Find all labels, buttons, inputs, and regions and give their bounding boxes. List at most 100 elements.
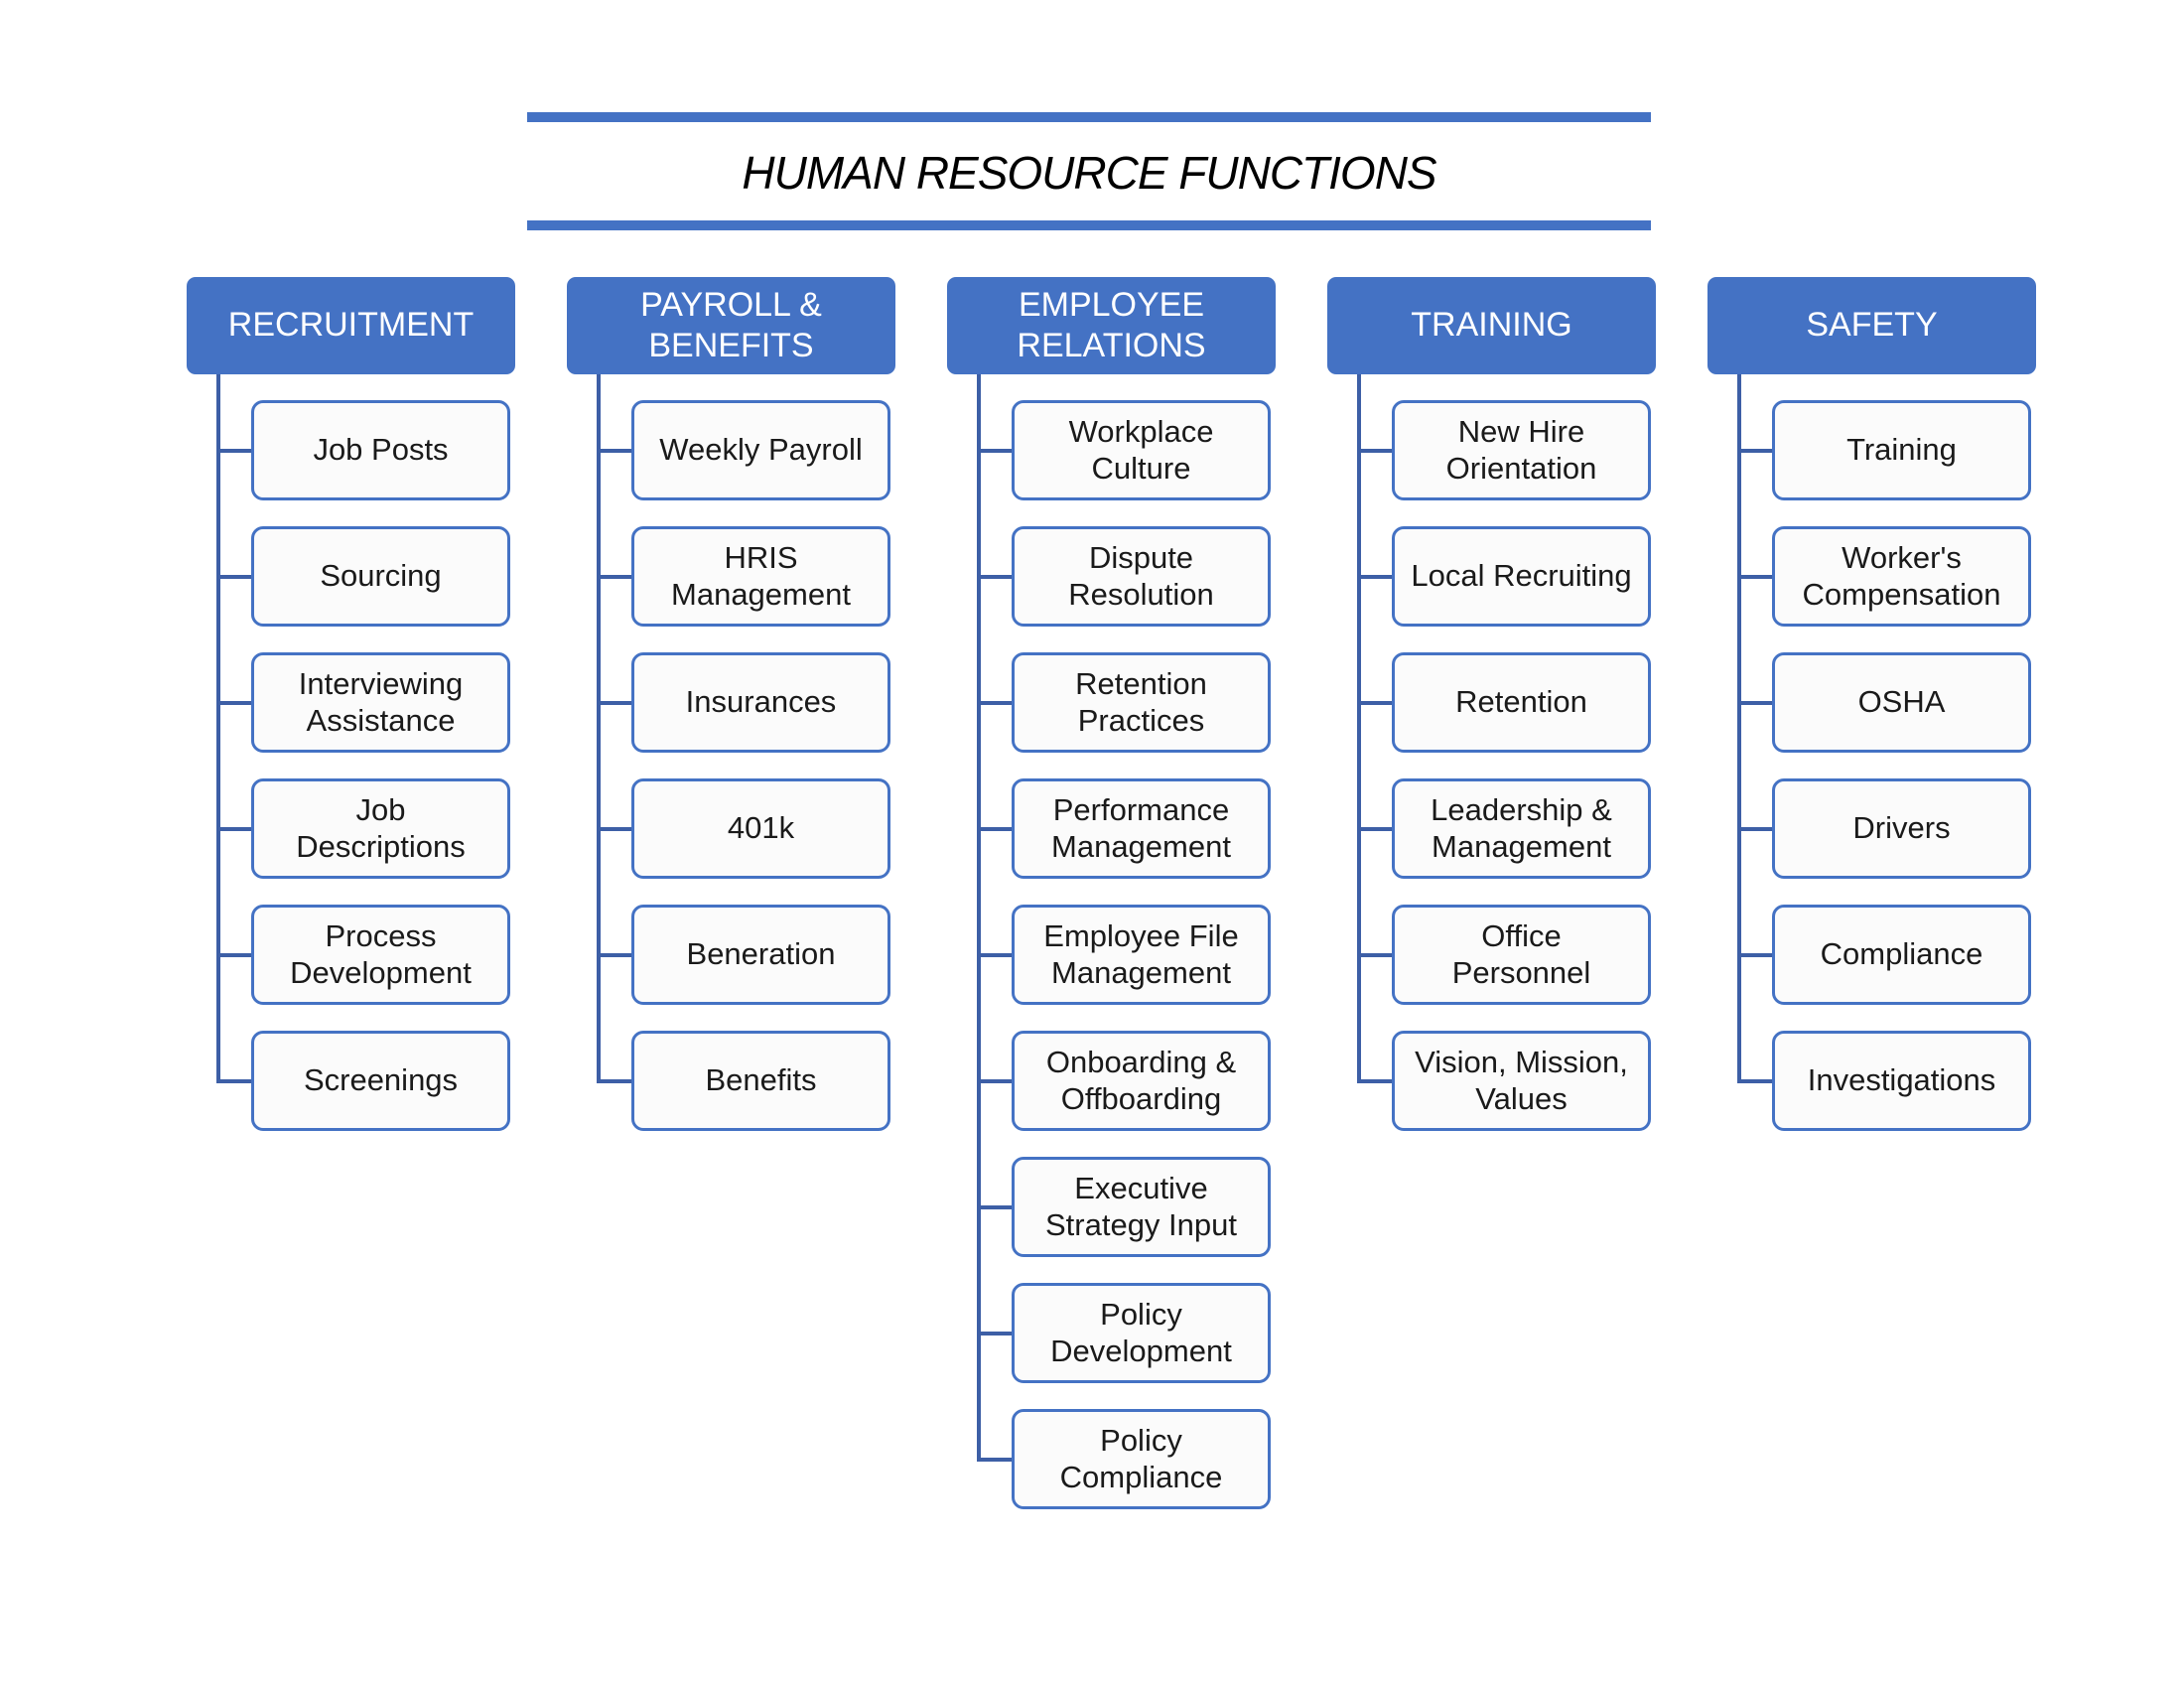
item-label: Policy Development <box>1050 1296 1232 1368</box>
item-label: Weekly Payroll <box>659 432 863 468</box>
item-row: Local Recruiting <box>1327 500 1656 627</box>
item-row: Employee File Management <box>947 879 1276 1005</box>
item-label: OSHA <box>1857 684 1946 720</box>
item-row: Investigations <box>1707 1005 2036 1131</box>
item-row: Beneration <box>567 879 895 1005</box>
item-row: New Hire Orientation <box>1327 374 1656 500</box>
item-label: Interviewing Assistance <box>298 665 464 738</box>
item-row: HRIS Management <box>567 500 895 627</box>
item-box: Compliance <box>1772 905 2031 1005</box>
item-box: Policy Development <box>1012 1283 1271 1383</box>
item-label: Process Development <box>290 917 472 990</box>
category-header-label: TRAINING <box>1411 306 1572 345</box>
item-label: Executive Strategy Input <box>1044 1170 1237 1242</box>
item-label: Investigations <box>1807 1062 1996 1098</box>
item-box: Job Posts <box>251 400 510 500</box>
item-box: Employee File Management <box>1012 905 1271 1005</box>
category-column: EMPLOYEE RELATIONS Workplace Culture Dis… <box>947 277 1276 1509</box>
item-label: Insurances <box>685 684 837 720</box>
item-label: Training <box>1846 432 1957 468</box>
item-label: Benefits <box>705 1062 817 1098</box>
item-box: Onboarding & Offboarding <box>1012 1031 1271 1131</box>
item-row: Screenings <box>187 1005 515 1131</box>
item-row: Job Posts <box>187 374 515 500</box>
item-row: Compliance <box>1707 879 2036 1005</box>
category-column: SAFETY Training Worker's Compensation OS… <box>1707 277 2036 1131</box>
item-label: Compliance <box>1820 936 1983 972</box>
item-label: Sourcing <box>320 558 442 594</box>
item-label: Screenings <box>303 1062 459 1098</box>
item-label: Retention Practices <box>1075 665 1207 738</box>
item-box: HRIS Management <box>631 526 890 627</box>
item-label: Retention <box>1455 684 1587 720</box>
item-label: Job Posts <box>313 432 449 468</box>
item-box: Screenings <box>251 1031 510 1131</box>
item-box: Interviewing Assistance <box>251 652 510 753</box>
item-box: Local Recruiting <box>1392 526 1651 627</box>
item-row: Drivers <box>1707 753 2036 879</box>
item-box: Policy Compliance <box>1012 1409 1271 1509</box>
item-box: Weekly Payroll <box>631 400 890 500</box>
category-header: SAFETY <box>1707 277 2036 374</box>
item-box: 401k <box>631 778 890 879</box>
category-header-label: SAFETY <box>1806 306 1938 345</box>
item-box: Executive Strategy Input <box>1012 1157 1271 1257</box>
item-row: Onboarding & Offboarding <box>947 1005 1276 1131</box>
item-box: New Hire Orientation <box>1392 400 1651 500</box>
diagram-title: HUMAN RESOURCE FUNCTIONS <box>742 147 1436 199</box>
category-header-label: PAYROLL & BENEFITS <box>640 285 822 364</box>
item-box: Retention Practices <box>1012 652 1271 753</box>
category-column: TRAINING New Hire Orientation Local Recr… <box>1327 277 1656 1131</box>
item-row: Benefits <box>567 1005 895 1131</box>
item-row: Job Descriptions <box>187 753 515 879</box>
category-header: TRAINING <box>1327 277 1656 374</box>
category-column: PAYROLL & BENEFITS Weekly Payroll HRIS M… <box>567 277 895 1131</box>
item-box: Vision, Mission, Values <box>1392 1031 1651 1131</box>
item-label: Employee File Management <box>1043 917 1239 990</box>
item-row: Policy Development <box>947 1257 1276 1383</box>
category-header-label: EMPLOYEE RELATIONS <box>1017 285 1206 364</box>
item-label: Job Descriptions <box>296 791 466 864</box>
item-row: Workplace Culture <box>947 374 1276 500</box>
item-row: Office Personnel <box>1327 879 1656 1005</box>
title-block: HUMAN RESOURCE FUNCTIONS <box>527 112 1651 230</box>
item-row: Executive Strategy Input <box>947 1131 1276 1257</box>
category-header-label: RECRUITMENT <box>227 306 475 345</box>
category-header: EMPLOYEE RELATIONS <box>947 277 1276 374</box>
item-box: Office Personnel <box>1392 905 1651 1005</box>
item-label: Dispute Resolution <box>1068 539 1214 612</box>
item-row: Performance Management <box>947 753 1276 879</box>
item-box: Sourcing <box>251 526 510 627</box>
item-box: Job Descriptions <box>251 778 510 879</box>
item-label: HRIS Management <box>671 539 851 612</box>
item-label: Vision, Mission, Values <box>1415 1044 1628 1116</box>
item-label: Drivers <box>1852 810 1951 846</box>
item-row: Policy Compliance <box>947 1383 1276 1509</box>
item-box: Workplace Culture <box>1012 400 1271 500</box>
item-row: Weekly Payroll <box>567 374 895 500</box>
item-row: Training <box>1707 374 2036 500</box>
item-label: Performance Management <box>1051 791 1231 864</box>
item-label: Office Personnel <box>1451 917 1591 990</box>
item-label: Leadership & Management <box>1431 791 1612 864</box>
item-label: 401k <box>727 810 795 846</box>
item-label: Beneration <box>686 936 836 972</box>
item-row: Leadership & Management <box>1327 753 1656 879</box>
item-row: Process Development <box>187 879 515 1005</box>
category-header: PAYROLL & BENEFITS <box>567 277 895 374</box>
category-columns: RECRUITMENT Job Posts Sourcing Interview… <box>187 277 2036 1509</box>
item-row: Retention <box>1327 627 1656 753</box>
item-row: Vision, Mission, Values <box>1327 1005 1656 1131</box>
item-box: Leadership & Management <box>1392 778 1651 879</box>
item-label: Policy Compliance <box>1059 1422 1223 1494</box>
item-box: Process Development <box>251 905 510 1005</box>
category-header: RECRUITMENT <box>187 277 515 374</box>
title-bottom-rule <box>527 220 1651 230</box>
item-row: Interviewing Assistance <box>187 627 515 753</box>
item-label: Workplace Culture <box>1068 413 1214 486</box>
item-box: Investigations <box>1772 1031 2031 1131</box>
item-box: Performance Management <box>1012 778 1271 879</box>
title-top-rule <box>527 112 1651 122</box>
item-box: Worker's Compensation <box>1772 526 2031 627</box>
